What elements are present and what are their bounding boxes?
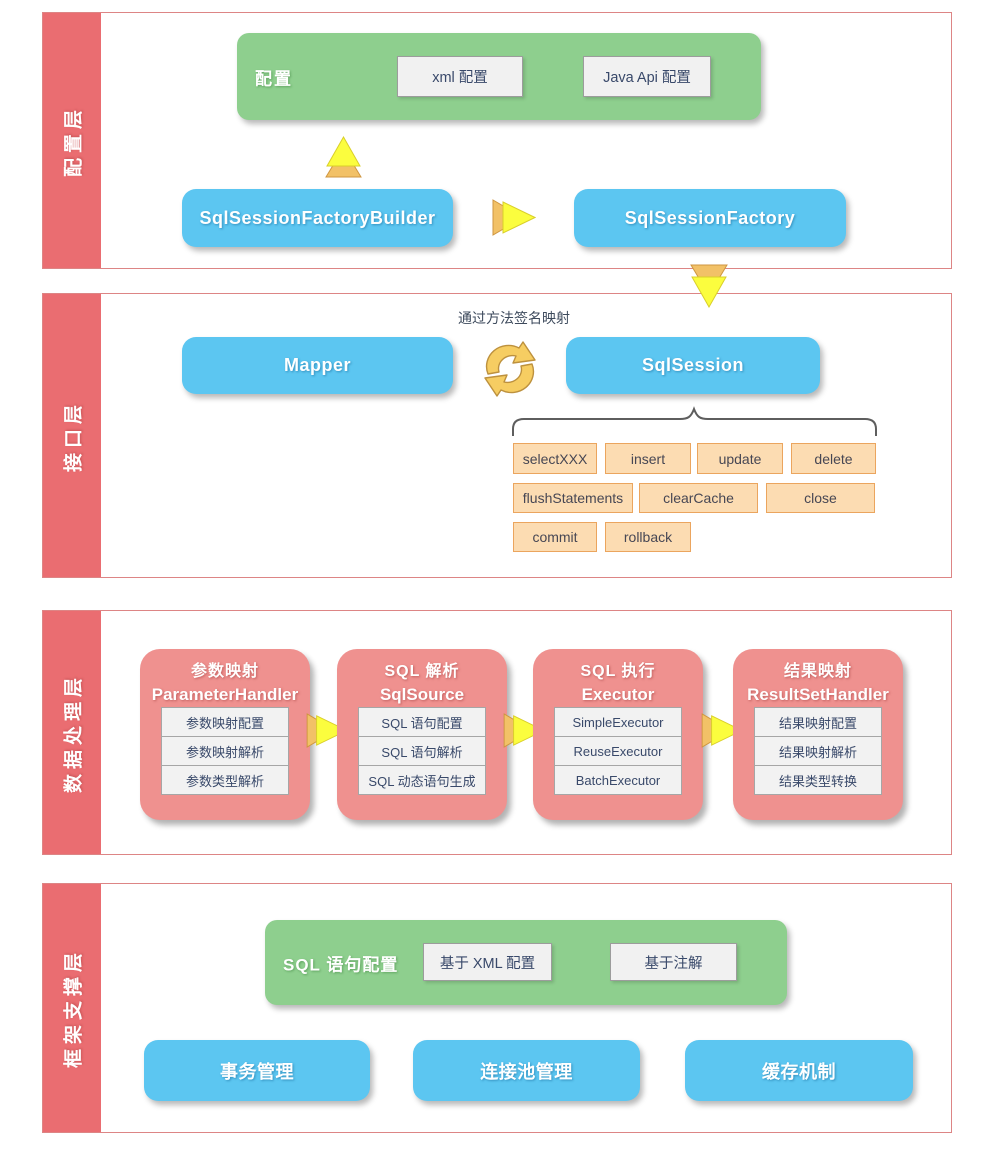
layer-label-framework-support: 框架支撑层 <box>63 947 85 1069</box>
resultsethandler-card: 结果映射 ResultSetHandler 结果映射配置 结果映射解析 结果类型… <box>733 649 903 820</box>
layer-rail-config: 配置层 <box>43 13 101 268</box>
sqlsource-card: SQL 解析 SqlSource SQL 语句配置 SQL 语句解析 SQL 动… <box>337 649 507 820</box>
method-chip: insert <box>605 443 691 474</box>
layer-rail-framework-support: 框架支撑层 <box>43 884 101 1132</box>
layer-label-interface: 接口层 <box>63 399 85 472</box>
executor-card: SQL 执行 Executor SimpleExecutor ReuseExec… <box>533 649 703 820</box>
card-item: 参数映射解析 <box>161 736 289 766</box>
sql-statement-config-title: SQL 语句配置 <box>283 955 399 974</box>
method-chip: clearCache <box>639 483 758 513</box>
card-items: 参数映射配置 参数映射解析 参数类型解析 <box>161 707 289 795</box>
cache-mechanism-box: 缓存机制 <box>685 1040 913 1101</box>
card-title: 结果映射 ResultSetHandler <box>747 663 889 704</box>
double-right-arrow-icon <box>492 199 536 236</box>
cycle-arrows-icon <box>479 340 541 398</box>
config-group-box: 配置 xml 配置 Java Api 配置 <box>237 33 761 120</box>
layer-label-config: 配置层 <box>63 104 85 177</box>
method-chip: selectXXX <box>513 443 597 474</box>
card-items: SQL 语句配置 SQL 语句解析 SQL 动态语句生成 <box>358 707 486 795</box>
annotation-based-chip: 基于注解 <box>610 943 737 981</box>
double-right-arrow-icon <box>503 713 545 748</box>
double-right-arrow-icon <box>701 713 743 748</box>
card-title: SQL 执行 Executor <box>580 663 656 704</box>
double-right-arrow-icon <box>306 713 348 748</box>
java-api-config-chip: Java Api 配置 <box>583 56 711 97</box>
card-item: SQL 语句解析 <box>358 736 486 766</box>
method-chip: update <box>697 443 783 474</box>
card-item: 参数类型解析 <box>161 765 289 795</box>
card-item: SQL 动态语句生成 <box>358 765 486 795</box>
double-up-arrow-icon <box>325 136 362 178</box>
card-item: 结果映射配置 <box>754 707 882 737</box>
layer-label-data-processing: 数据处理层 <box>63 672 85 793</box>
card-item: 结果类型转换 <box>754 765 882 795</box>
card-item: SimpleExecutor <box>554 707 682 737</box>
xml-based-chip: 基于 XML 配置 <box>423 943 552 981</box>
sql-statement-config-box: SQL 语句配置 基于 XML 配置 基于注解 <box>265 920 787 1005</box>
card-items: 结果映射配置 结果映射解析 结果类型转换 <box>754 707 882 795</box>
card-item: ReuseExecutor <box>554 736 682 766</box>
method-signature-note: 通过方法签名映射 <box>458 310 570 326</box>
layer-rail-data-processing: 数据处理层 <box>43 611 101 854</box>
layer-rail-interface: 接口层 <box>43 294 101 577</box>
curly-brace-icon <box>512 405 877 437</box>
card-item: 结果映射解析 <box>754 736 882 766</box>
method-chip: flushStatements <box>513 483 633 513</box>
card-title: 参数映射 ParameterHandler <box>151 663 299 704</box>
method-chip: delete <box>791 443 876 474</box>
card-title: SQL 解析 SqlSource <box>379 663 465 704</box>
mapper-box: Mapper <box>182 337 453 394</box>
method-chip: close <box>766 483 875 513</box>
method-chip: rollback <box>605 522 691 552</box>
sqlsessionfactory-box: SqlSessionFactory <box>574 189 846 247</box>
card-item: 参数映射配置 <box>161 707 289 737</box>
connection-pool-management-box: 连接池管理 <box>413 1040 640 1101</box>
method-chip: commit <box>513 522 597 552</box>
xml-config-chip: xml 配置 <box>397 56 523 97</box>
double-down-arrow-icon <box>690 264 728 308</box>
parameterhandler-card: 参数映射 ParameterHandler 参数映射配置 参数映射解析 参数类型… <box>140 649 310 820</box>
sqlsessionfactorybuilder-box: SqlSessionFactoryBuilder <box>182 189 453 247</box>
sqlsession-box: SqlSession <box>566 337 820 394</box>
config-group-title: 配置 <box>255 69 293 88</box>
transaction-management-box: 事务管理 <box>144 1040 370 1101</box>
card-item: BatchExecutor <box>554 765 682 795</box>
card-items: SimpleExecutor ReuseExecutor BatchExecut… <box>554 707 682 795</box>
card-item: SQL 语句配置 <box>358 707 486 737</box>
